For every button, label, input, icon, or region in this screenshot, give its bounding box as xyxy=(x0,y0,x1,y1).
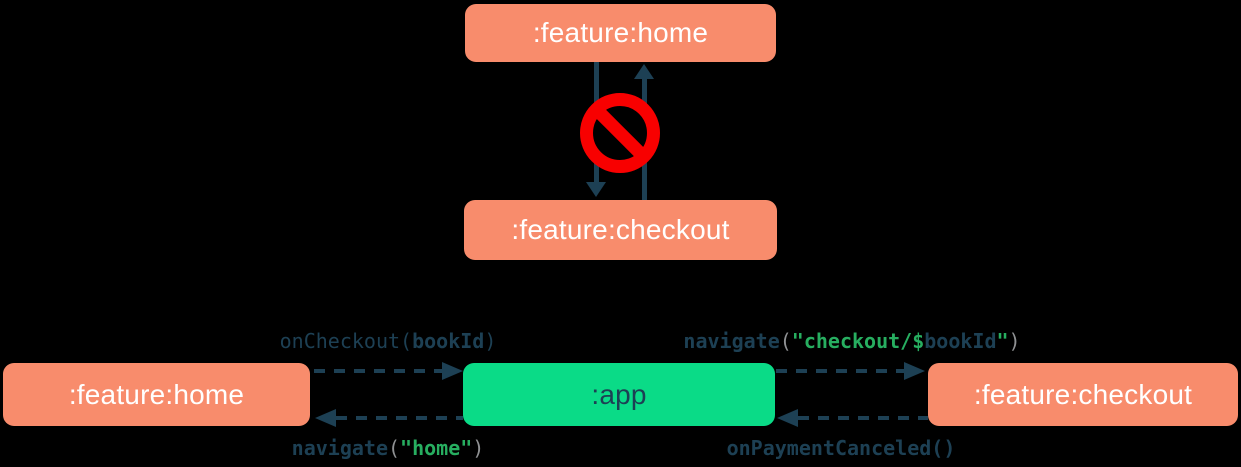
arrow-home-to-app-line xyxy=(314,369,442,373)
code-template: bookId xyxy=(924,329,997,353)
code-string: " xyxy=(996,329,1009,353)
code-paren: ) xyxy=(472,436,485,460)
node-app: :app xyxy=(463,363,775,426)
code-paren: ( xyxy=(931,436,944,460)
arrow-app-to-home-line xyxy=(336,416,463,420)
code-fn: onPaymentCanceled xyxy=(726,436,932,460)
code-dollar: $ xyxy=(912,329,925,353)
arrowhead-left-icon xyxy=(777,409,798,427)
node-feature-home: :feature:home xyxy=(3,363,310,426)
label-on-checkout: onCheckout(bookId) xyxy=(280,329,497,353)
node-label: :app xyxy=(591,378,647,410)
code-paren: ( xyxy=(779,329,792,353)
no-entry-icon xyxy=(580,93,660,173)
code-paren: ) xyxy=(943,436,956,460)
code-paren: ( xyxy=(400,329,413,353)
node-label: :feature:checkout xyxy=(973,378,1193,410)
node-label: :feature:checkout xyxy=(511,214,730,245)
node-feature-checkout: :feature:checkout xyxy=(928,363,1238,426)
label-navigate-home: navigate("home") xyxy=(292,436,485,460)
node-feature-checkout-top: :feature:checkout xyxy=(464,200,777,260)
code-fn: onCheckout xyxy=(279,329,401,353)
label-navigate-checkout: navigate("checkout/$bookId") xyxy=(683,329,1020,353)
code-arg: bookId xyxy=(412,329,485,353)
node-label: :feature:home xyxy=(68,378,245,410)
arrow-app-to-checkout-line xyxy=(776,369,904,373)
arrowhead-right-icon xyxy=(904,362,925,380)
node-feature-home-top: :feature:home xyxy=(465,4,776,62)
code-paren: ) xyxy=(1008,329,1021,353)
code-paren: ( xyxy=(387,436,401,460)
code-fn: navigate xyxy=(683,329,780,353)
code-string: "home" xyxy=(400,436,473,460)
arrowhead-left-icon xyxy=(315,409,336,427)
arrowhead-up-icon xyxy=(634,64,654,79)
code-fn: navigate xyxy=(291,436,388,460)
code-string: "checkout/ xyxy=(791,329,913,353)
arrowhead-right-icon xyxy=(442,362,463,380)
arrowhead-down-icon xyxy=(586,182,606,197)
arrow-checkout-to-app-line xyxy=(798,416,928,420)
label-on-payment-canceled: onPaymentCanceled() xyxy=(727,436,956,460)
code-paren: ) xyxy=(484,329,497,353)
node-label: :feature:home xyxy=(532,17,709,48)
